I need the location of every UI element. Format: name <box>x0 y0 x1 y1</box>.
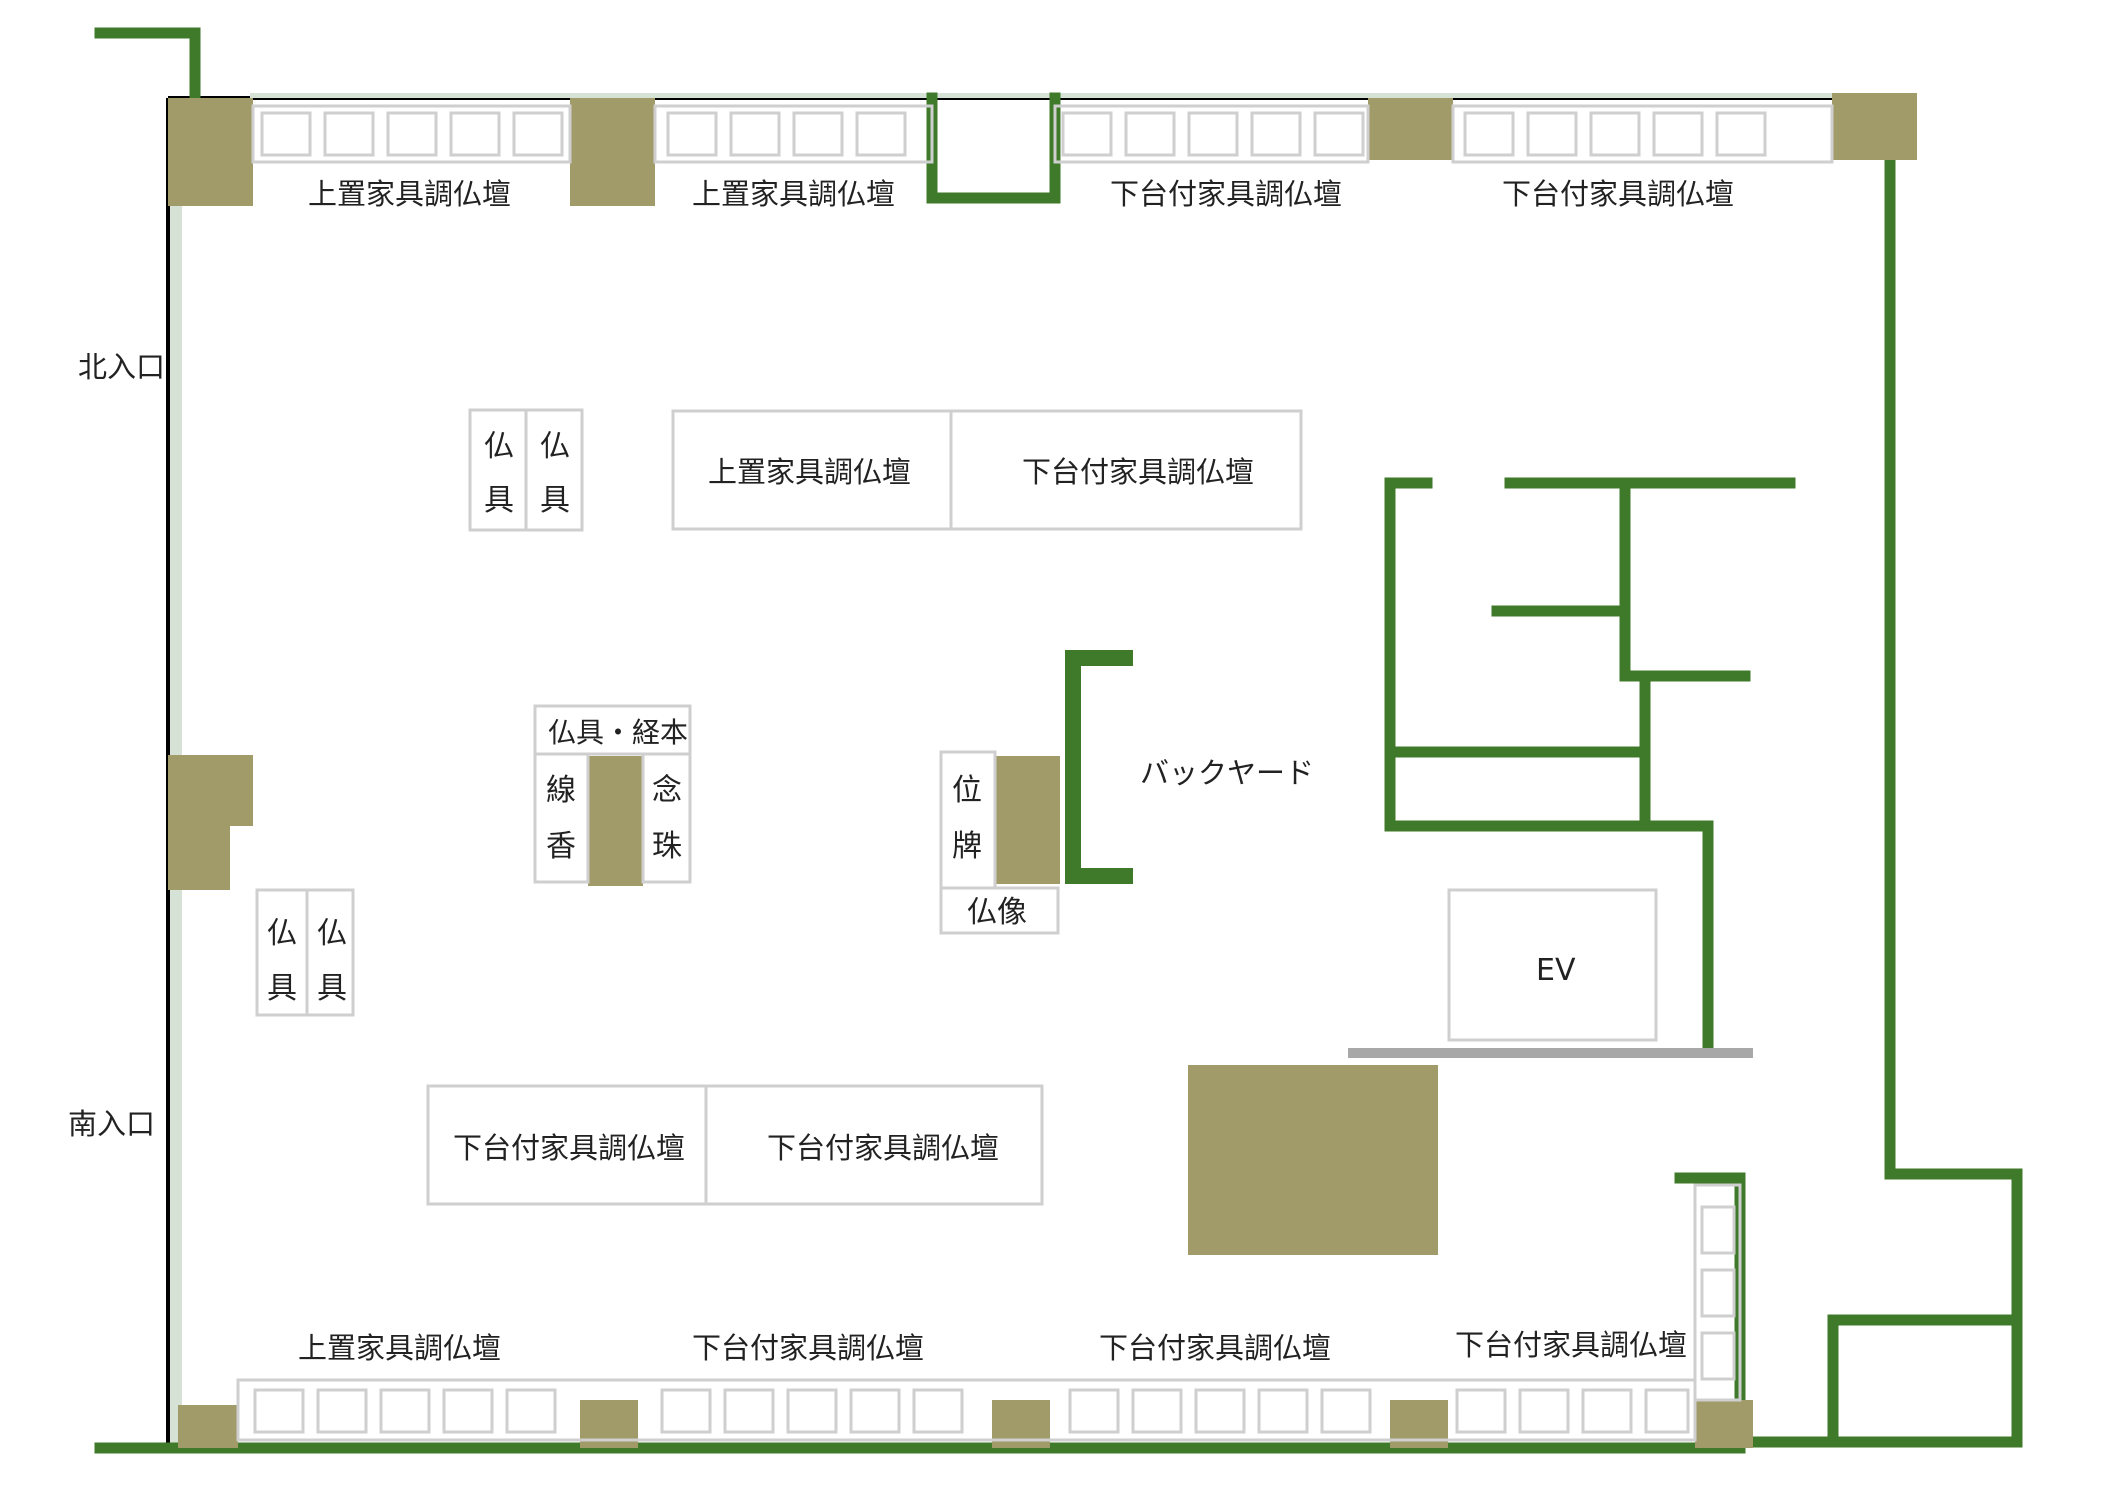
top-label-2: 上置家具調仏壇 <box>692 177 895 211</box>
butsugu-b2-bu: 仏 <box>317 916 347 951</box>
top-row-fixtures <box>251 104 1834 164</box>
bottom-label-2: 下台付家具調仏壇 <box>692 1331 924 1365</box>
wall-backyard-bracket <box>1065 650 1133 884</box>
backyard-label: バックヤード <box>1140 756 1314 790</box>
shelf-island-bottom-right <box>704 1084 1044 1206</box>
green-walls <box>94 27 2023 1454</box>
bottom-label-1: 上置家具調仏壇 <box>298 1331 501 1365</box>
pillar <box>1188 1065 1438 1255</box>
north-entrance-label: 北入口 <box>78 350 165 384</box>
butsugu-a2-gu: 具 <box>540 483 570 518</box>
island-label-top-left: 上置家具調仏壇 <box>708 455 911 489</box>
island-label-bottom-right: 下台付家具調仏壇 <box>767 1131 999 1165</box>
shelf-nenju <box>641 752 692 884</box>
shelf-right-vertical <box>1693 1183 1742 1402</box>
ihai-label-2: 牌 <box>952 829 982 864</box>
top-compartments <box>260 111 1767 157</box>
butsugu-a1-gu: 具 <box>484 483 514 518</box>
bottom-row-fixtures <box>236 1183 1742 1442</box>
island-label-bottom-left: 下台付家具調仏壇 <box>453 1131 685 1165</box>
shelf-butsuzou <box>939 886 1060 935</box>
bottom-label-4: 下台付家具調仏壇 <box>1455 1328 1687 1362</box>
shelf-bottom <box>236 1378 1697 1442</box>
pillars <box>168 93 1917 1448</box>
wall-east <box>1674 154 2023 1448</box>
shelf-butsugu-b2 <box>305 888 355 1017</box>
senkou-label-1: 線 <box>546 773 576 808</box>
senkou-label-2: 香 <box>546 829 576 864</box>
nenju-label-1: 念 <box>652 773 682 808</box>
ihai-label-1: 位 <box>952 773 982 808</box>
bottom-label-3: 下台付家具調仏壇 <box>1099 1331 1331 1365</box>
ev-label: EV <box>1536 953 1576 988</box>
butsugu-b1-bu: 仏 <box>267 916 297 951</box>
ev-threshold <box>1348 1048 1753 1058</box>
butsugu-b2-gu: 具 <box>317 971 347 1006</box>
butsugu-a1-bu: 仏 <box>484 429 514 464</box>
north-wall-light <box>250 93 1840 98</box>
wall-back-area-5 <box>1384 670 1651 758</box>
shelf-butsugu-a2 <box>524 408 584 532</box>
labels: 北入口 南入口 上置家具調仏壇 上置家具調仏壇 下台付家具調仏壇 下台付家具調仏… <box>68 177 1734 1365</box>
shelf-kyouhon-header <box>533 704 692 756</box>
top-label-4: 下台付家具調仏壇 <box>1502 177 1734 211</box>
wall-back-area-3 <box>1619 477 1751 682</box>
shelf-top-2 <box>653 104 934 164</box>
kyouhon-label: 仏具・経本 <box>548 716 688 749</box>
butsugu-a2-bu: 仏 <box>540 429 570 464</box>
pillar <box>1368 98 1453 160</box>
pillar <box>588 756 643 886</box>
pillar <box>168 98 253 206</box>
wall-top-niche <box>926 92 1061 204</box>
shelf-top-3 <box>1053 104 1370 164</box>
south-entrance-label: 南入口 <box>68 1107 155 1141</box>
pillar <box>995 756 1060 884</box>
top-label-3: 下台付家具調仏壇 <box>1110 177 1342 211</box>
nenju-label-2: 珠 <box>652 829 682 864</box>
butsugu-b1-gu: 具 <box>267 971 297 1006</box>
bottom-compartments <box>253 1388 1690 1434</box>
pillar <box>168 755 253 890</box>
pillar <box>1832 93 1917 160</box>
top-label-1: 上置家具調仏壇 <box>308 177 511 211</box>
island-fixtures <box>255 408 1658 1206</box>
wall-small-room <box>1827 1314 2023 1448</box>
wall-top-left-hook <box>94 27 201 104</box>
shelf-top-4 <box>1451 104 1834 164</box>
shelf-senkou <box>533 752 590 884</box>
butsuzou-label: 仏像 <box>967 895 1027 930</box>
pillar <box>1695 1400 1753 1448</box>
wall-back-area-1 <box>1384 477 1714 1052</box>
shelf-island-top-right <box>949 409 1303 531</box>
pillar <box>178 1405 238 1448</box>
ev-box <box>1447 888 1658 1042</box>
pillar <box>570 98 655 206</box>
island-label-top-right: 下台付家具調仏壇 <box>1022 455 1254 489</box>
shelf-top-1 <box>251 104 572 164</box>
